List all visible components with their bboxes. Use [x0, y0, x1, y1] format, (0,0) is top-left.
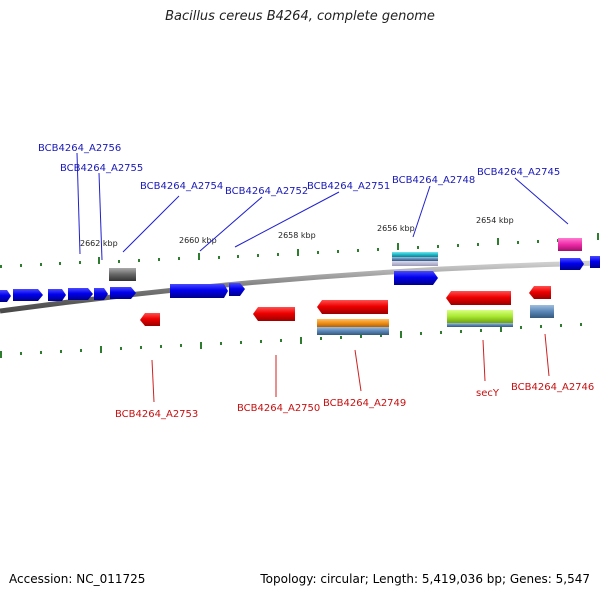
gene-block[interactable]: [558, 238, 582, 251]
gene-block[interactable]: [392, 261, 438, 266]
gene-block[interactable]: [94, 288, 108, 300]
gene-label-a2745[interactable]: BCB4264_A2745: [477, 167, 560, 178]
gene-label-a2755[interactable]: BCB4264_A2755: [60, 163, 143, 174]
accession-label: Accession: NC_011725: [9, 572, 146, 586]
scale-label-2654: 2654 kbp: [476, 216, 514, 225]
gene-block[interactable]: [68, 288, 93, 300]
gene-label-a2749[interactable]: BCB4264_A2749: [323, 398, 406, 409]
gene-block[interactable]: [317, 319, 389, 327]
gene-block[interactable]: [447, 310, 513, 323]
gene-label-a2754[interactable]: BCB4264_A2754: [140, 181, 223, 192]
gene-block[interactable]: [253, 307, 295, 321]
gene-block[interactable]: [446, 291, 511, 305]
genome-backbone: [0, 260, 600, 314]
gene-block[interactable]: [110, 287, 136, 299]
gene-block[interactable]: [530, 305, 554, 318]
gene-label-a2746[interactable]: BCB4264_A2746: [511, 382, 594, 393]
gene-block[interactable]: [392, 252, 438, 257]
gene-label-a2748[interactable]: BCB4264_A2748: [392, 175, 475, 186]
gene-block[interactable]: [392, 257, 438, 261]
scale-label-2660: 2660 kbp: [179, 236, 217, 245]
lower-leaders: [151, 333, 550, 403]
scale-label-2656: 2656 kbp: [377, 224, 415, 233]
scale-label-2658: 2658 kbp: [278, 231, 316, 240]
gene-label-a2753[interactable]: BCB4264_A2753: [115, 409, 198, 420]
gene-block[interactable]: [529, 286, 551, 299]
lower-scale-ticks: [0, 323, 582, 358]
gene-block[interactable]: [394, 271, 438, 285]
gene-block[interactable]: [317, 327, 389, 335]
gene-block[interactable]: [0, 290, 11, 302]
gene-block[interactable]: [109, 268, 136, 281]
gene-block[interactable]: [590, 256, 600, 268]
gene-block[interactable]: [447, 323, 513, 327]
reverse-genes: [140, 286, 554, 335]
gene-label-a2752[interactable]: BCB4264_A2752: [225, 186, 308, 197]
gene-block[interactable]: [140, 313, 160, 326]
gene-block[interactable]: [48, 289, 66, 301]
forward-genes: [0, 238, 600, 302]
gene-block[interactable]: [13, 289, 43, 301]
gene-label-secy[interactable]: secY: [476, 388, 500, 399]
upper-leaders: [76, 152, 569, 261]
gene-block[interactable]: [170, 284, 228, 298]
genome-stats-label: Topology: circular; Length: 5,419,036 bp…: [260, 572, 590, 586]
gene-block[interactable]: [317, 300, 388, 314]
scale-label-2662: 2662 kbp: [80, 239, 118, 248]
gene-label-a2750[interactable]: BCB4264_A2750: [237, 403, 320, 414]
title: Bacillus cereus B4264, complete genome: [165, 9, 435, 24]
gene-label-a2756[interactable]: BCB4264_A2756: [38, 143, 121, 154]
gene-block[interactable]: [560, 258, 584, 270]
gene-block[interactable]: [229, 283, 245, 296]
gene-label-a2751[interactable]: BCB4264_A2751: [307, 181, 390, 192]
